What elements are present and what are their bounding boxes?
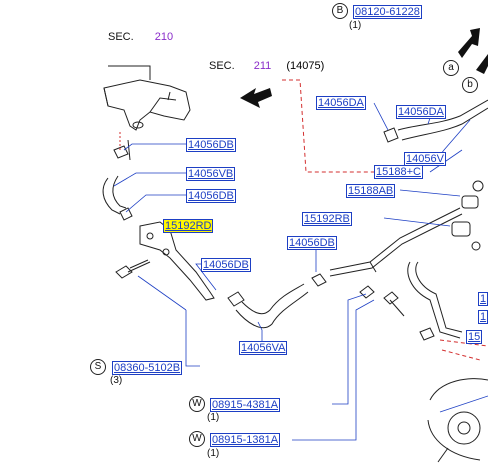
part-14056DB-3[interactable]: 14056DB [201,258,251,272]
part-14056V[interactable]: 14056V [404,152,446,166]
section-extra: (14075) [286,60,325,72]
part-cut-15[interactable]: 15 [466,330,483,344]
part-14056DA-1[interactable]: 14056DA [316,96,366,110]
part-cut-1[interactable]: 1 [478,292,488,306]
part-08360-5102B[interactable]: 08360-5102B [112,361,183,375]
part-14056DA-2[interactable]: 14056DA [396,105,446,119]
section-word: SEC. [108,31,134,43]
qty-08120: (1) [349,20,362,31]
right-fittings [359,180,484,341]
section-number[interactable]: 211 [253,60,272,72]
callout-a[interactable]: a [443,60,459,76]
part-15188AB[interactable]: 15188AB [346,184,396,198]
part-14056DB-2[interactable]: 14056DB [186,189,236,203]
upper-duct [103,65,191,131]
part-08120-61228[interactable]: 08120-61228 [353,5,422,19]
qty-08915-4381A: (1) [207,412,220,423]
section-number[interactable]: 210 [154,31,174,43]
fastener-w1-letter: W [189,396,205,412]
left-hose-group [102,139,133,221]
callout-b[interactable]: b [462,77,478,93]
turbo-body [427,378,488,463]
leader-lines [113,102,488,441]
part-15192RB[interactable]: 15192RB [302,212,352,226]
bolt [115,259,151,279]
qty-08360: (3) [110,375,123,386]
part-14056DB-1[interactable]: 14056DB [186,138,236,152]
upper-right-hose [383,99,488,143]
part-15192RD-highlighted[interactable]: 15192RD [163,219,214,233]
part-14056VB[interactable]: 14056VB [186,167,236,181]
section-label-211: SEC. 211 (14075) [209,60,324,73]
callout-b-letter: B [332,3,348,19]
section-word: SEC. [209,60,235,72]
part-08915-1381A[interactable]: 08915-1381A [210,433,281,447]
part-14056DB-4[interactable]: 14056DB [287,236,337,250]
oil-tube [329,207,463,277]
section-dashed-line [282,79,380,173]
fastener-w2-letter: W [189,431,205,447]
lower-hose [227,273,327,329]
part-08915-4381A[interactable]: 08915-4381A [210,398,281,412]
direction-arrows [240,28,488,108]
part-14056VA[interactable]: 14056VA [239,341,288,355]
part-15188C[interactable]: 15188+C [374,165,423,179]
part-cut-2[interactable]: 1 [478,310,488,324]
section-label-210: SEC. 210 [108,31,173,44]
fastener-s-letter: S [90,359,106,375]
qty-08915-1381A: (1) [207,448,220,459]
